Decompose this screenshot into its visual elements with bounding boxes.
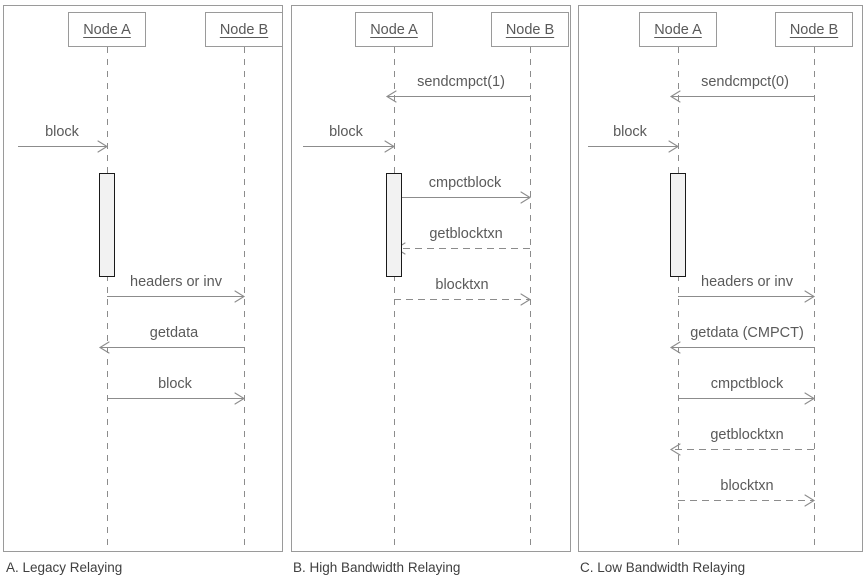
message-arrowhead-C-3	[669, 341, 681, 354]
participant-box-A-nodeA[interactable]: Node A	[68, 12, 146, 47]
participant-label: Node B	[219, 21, 269, 38]
message-label-C-5: getblocktxn	[710, 427, 784, 443]
message-arrowhead-C-2	[804, 290, 816, 303]
participant-box-A-nodeB[interactable]: Node B	[205, 12, 283, 47]
message-label-B-2: cmpctblock	[428, 175, 502, 191]
message-arrowhead-C-4	[804, 392, 816, 405]
message-arrowhead-C-5	[669, 443, 681, 456]
panel-frame-A	[3, 5, 283, 552]
message-label-A-1: headers or inv	[130, 274, 222, 290]
participant-box-C-nodeB[interactable]: Node B	[775, 12, 853, 47]
participant-box-B-nodeA[interactable]: Node A	[355, 12, 433, 47]
message-arrowhead-A-1	[234, 290, 246, 303]
message-label-A-0: block	[45, 124, 79, 140]
message-arrowhead-A-0	[97, 140, 109, 153]
participant-box-C-nodeA[interactable]: Node A	[639, 12, 717, 47]
panel-C	[578, 5, 863, 552]
message-label-B-4: blocktxn	[435, 277, 489, 293]
message-label-B-1: block	[329, 124, 363, 140]
message-arrowhead-C-0	[669, 90, 681, 103]
activation-bar-A-0	[99, 173, 115, 277]
participant-box-B-nodeB[interactable]: Node B	[491, 12, 569, 47]
message-arrowhead-A-2	[98, 341, 110, 354]
message-arrowhead-B-2	[520, 191, 532, 204]
panel-B	[291, 5, 571, 552]
activation-bar-C-0	[670, 173, 686, 277]
message-label-C-3: getdata (CMPCT)	[690, 325, 804, 341]
message-arrowhead-C-1	[668, 140, 680, 153]
message-label-C-2: headers or inv	[701, 274, 793, 290]
message-arrowhead-C-6	[804, 494, 816, 507]
panel-A	[3, 5, 283, 552]
participant-label: Node A	[370, 21, 418, 38]
message-arrowhead-A-3	[234, 392, 246, 405]
panel-caption-0: A. Legacy Relaying	[6, 560, 123, 575]
message-label-A-3: block	[158, 376, 192, 392]
message-label-B-0: sendcmpct(1)	[417, 74, 505, 90]
message-label-C-4: cmpctblock	[710, 376, 784, 392]
participant-label: Node B	[789, 21, 839, 38]
message-label-C-0: sendcmpct(0)	[701, 74, 789, 90]
panel-caption-2: C. Low Bandwidth Relaying	[580, 560, 746, 575]
message-label-B-3: getblocktxn	[429, 226, 503, 242]
message-label-A-2: getdata	[149, 325, 199, 341]
participant-label: Node A	[83, 21, 131, 38]
activation-bar-B-0	[386, 173, 402, 277]
message-label-C-1: block	[613, 124, 647, 140]
message-arrowhead-B-1	[384, 140, 396, 153]
message-arrowhead-B-0	[385, 90, 397, 103]
participant-label: Node A	[654, 21, 702, 38]
message-arrowhead-B-4	[520, 293, 532, 306]
participant-label: Node B	[505, 21, 555, 38]
panel-caption-1: B. High Bandwidth Relaying	[293, 560, 461, 575]
message-label-C-6: blocktxn	[720, 478, 774, 494]
